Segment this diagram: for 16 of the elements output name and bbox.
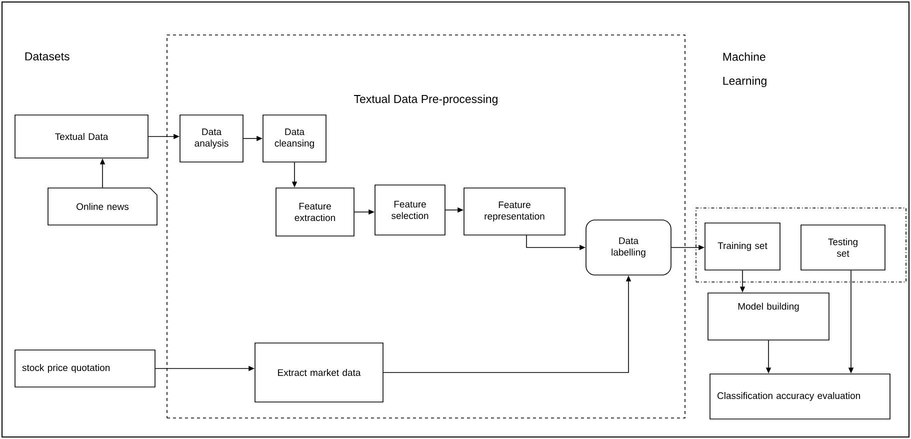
section-heading: Datasets [25, 52, 70, 60]
process-box: Extract market data [254, 342, 384, 402]
process-box: Feature extraction [276, 188, 354, 236]
process-box: stock price quotation [14, 350, 156, 388]
process-box: Textual Data [14, 114, 148, 158]
process-box: Feature selection [374, 184, 446, 236]
process-box: Testing set [800, 224, 886, 270]
dashdot-region [696, 208, 906, 282]
process-box: Model building [708, 292, 830, 340]
section-heading: Machine Learning [723, 52, 766, 88]
process-box: Data cleansing [262, 114, 326, 162]
rounded-box: Data labelling [586, 220, 672, 276]
process-box: Data analysis [180, 114, 244, 162]
process-box: Training set [704, 222, 780, 270]
process-box: Classification accuracy evaluation [710, 374, 890, 420]
process-box: Feature representation [464, 188, 566, 236]
